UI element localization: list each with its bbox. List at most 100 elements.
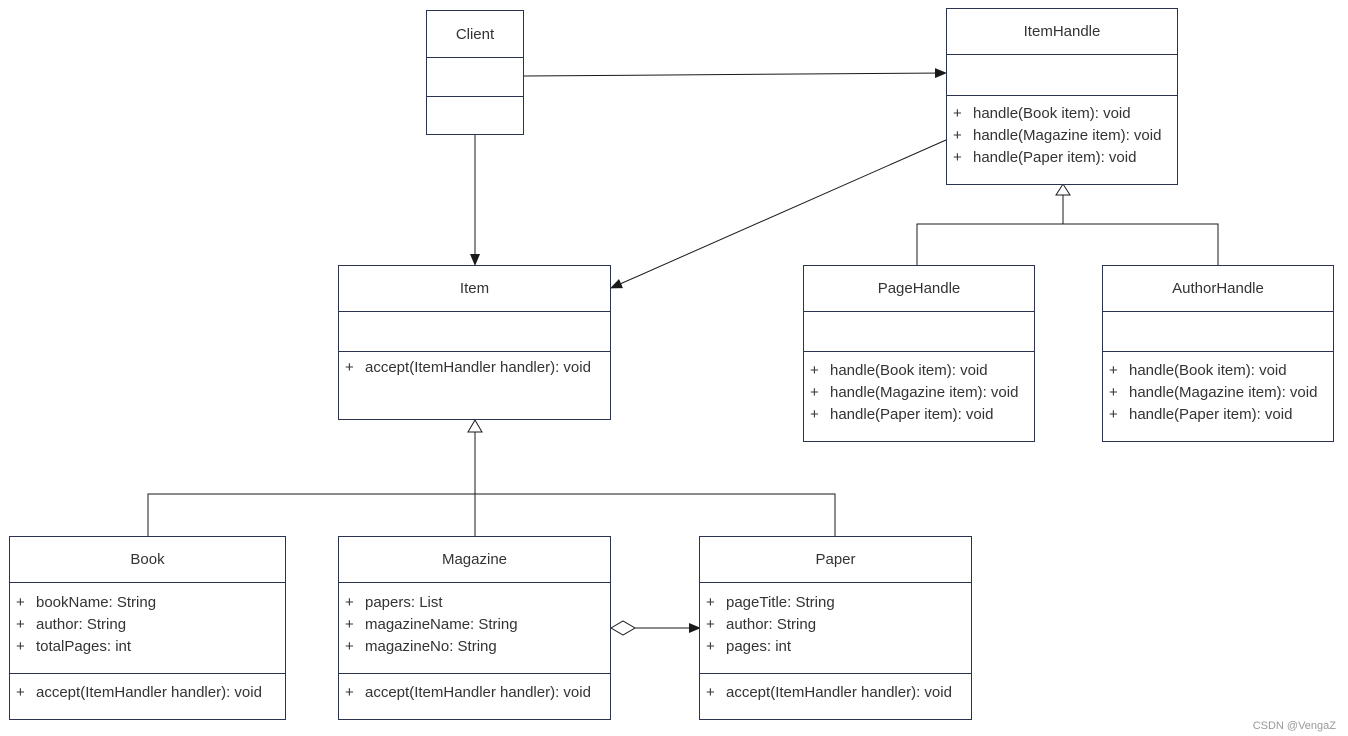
method-signature: handle(Paper item): void [830, 406, 994, 423]
visibility-marker: + [953, 149, 962, 166]
visibility-marker: + [345, 594, 354, 611]
attributes-section: + pageTitle: String + author: String + p… [700, 583, 971, 674]
visibility-marker: + [345, 616, 354, 633]
attributes-section [1103, 312, 1333, 352]
methods-section: + accept(ItemHandler handler): void [339, 674, 610, 719]
method: + handle(Book item): void [810, 360, 1034, 382]
class-name: Client [427, 11, 523, 58]
aggregation-magazine-paper [610, 620, 701, 636]
class-item[interactable]: Item + accept(ItemHandler handler): void [338, 265, 611, 420]
generalization-items-item [147, 419, 836, 536]
attribute-signature: pages: int [726, 638, 792, 655]
visibility-marker: + [1109, 384, 1118, 401]
association-client-itemhandle [523, 68, 947, 79]
method: + accept(ItemHandler handler): void [16, 682, 285, 704]
class-name: Item [339, 266, 610, 312]
method-signature: handle(Book item): void [830, 362, 988, 379]
method-signature: handle(Paper item): void [973, 149, 1137, 166]
attribute-signature: author: String [726, 616, 817, 633]
method-signature: accept(ItemHandler handler): void [365, 684, 591, 701]
method: + accept(ItemHandler handler): void [345, 357, 610, 379]
class-name: Book [10, 537, 285, 583]
method-signature: handle(Magazine item): void [830, 384, 1019, 401]
class-book[interactable]: Book + bookName: String + author: String… [9, 536, 286, 720]
methods-section: + handle(Book item): void + handle(Magaz… [804, 352, 1034, 441]
method-signature: handle(Paper item): void [1129, 406, 1293, 423]
attributes-section [339, 312, 610, 352]
methods-section: + handle(Book item): void + handle(Magaz… [947, 96, 1177, 184]
visibility-marker: + [345, 638, 354, 655]
visibility-marker: + [953, 127, 962, 144]
method: + accept(ItemHandler handler): void [345, 682, 610, 704]
class-name: PageHandle [804, 266, 1034, 312]
methods-section: + accept(ItemHandler handler): void [339, 352, 610, 419]
method-signature: handle(Book item): void [1129, 362, 1287, 379]
generalization-handlers-itemhandle [916, 183, 1219, 265]
method: + handle(Magazine item): void [953, 125, 1177, 147]
method-signature: accept(ItemHandler handler): void [726, 684, 952, 701]
attribute: + pageTitle: String [706, 592, 971, 614]
class-name: AuthorHandle [1103, 266, 1333, 312]
attributes-section: + bookName: String + author: String + to… [10, 583, 285, 674]
method: + handle(Magazine item): void [1109, 382, 1333, 404]
attribute: + bookName: String [16, 592, 285, 614]
class-name: ItemHandle [947, 9, 1177, 55]
association-itemhandle-item [610, 139, 947, 289]
visibility-marker: + [16, 638, 25, 655]
attributes-section [947, 55, 1177, 96]
watermark: CSDN @VengaZ [1252, 720, 1336, 732]
attribute-signature: magazineName: String [365, 616, 518, 633]
visibility-marker: + [810, 362, 819, 379]
methods-section: + accept(ItemHandler handler): void [700, 674, 971, 719]
attribute: + magazineName: String [345, 614, 610, 636]
attributes-section [427, 58, 523, 97]
attributes-section: + papers: List + magazineName: String + … [339, 583, 610, 674]
attribute: + pages: int [706, 636, 971, 658]
visibility-marker: + [706, 594, 715, 611]
methods-section: + handle(Book item): void + handle(Magaz… [1103, 352, 1333, 441]
attribute-signature: author: String [36, 616, 127, 633]
methods-section [427, 97, 523, 134]
methods-section: + accept(ItemHandler handler): void [10, 674, 285, 719]
class-client[interactable]: Client [426, 10, 524, 135]
method: + handle(Magazine item): void [810, 382, 1034, 404]
class-pagehandle[interactable]: PageHandle + handle(Book item): void + h… [803, 265, 1035, 442]
attribute: + author: String [16, 614, 285, 636]
visibility-marker: + [810, 384, 819, 401]
class-paper[interactable]: Paper + pageTitle: String + author: Stri… [699, 536, 972, 720]
method: + accept(ItemHandler handler): void [706, 682, 971, 704]
method-signature: handle(Book item): void [973, 105, 1131, 122]
attribute-signature: pageTitle: String [726, 594, 835, 611]
method-signature: handle(Magazine item): void [973, 127, 1162, 144]
method-signature: accept(ItemHandler handler): void [36, 684, 262, 701]
class-itemhandle[interactable]: ItemHandle + handle(Book item): void + h… [946, 8, 1178, 185]
attribute-signature: magazineNo: String [365, 638, 497, 655]
method-signature: accept(ItemHandler handler): void [365, 359, 591, 376]
attribute: + papers: List [345, 592, 610, 614]
visibility-marker: + [16, 684, 25, 701]
class-name: Magazine [339, 537, 610, 583]
attribute: + magazineNo: String [345, 636, 610, 658]
method: + handle(Paper item): void [1109, 404, 1333, 426]
class-authorhandle[interactable]: AuthorHandle + handle(Book item): void +… [1102, 265, 1334, 442]
method: + handle(Book item): void [1109, 360, 1333, 382]
visibility-marker: + [706, 616, 715, 633]
visibility-marker: + [16, 616, 25, 633]
attribute: + author: String [706, 614, 971, 636]
method: + handle(Paper item): void [953, 147, 1177, 169]
class-magazine[interactable]: Magazine + papers: List + magazineName: … [338, 536, 611, 720]
visibility-marker: + [16, 594, 25, 611]
class-name: Paper [700, 537, 971, 583]
attribute-signature: papers: List [365, 594, 443, 611]
method: + handle(Book item): void [953, 103, 1177, 125]
visibility-marker: + [345, 359, 354, 376]
attribute-signature: bookName: String [36, 594, 157, 611]
visibility-marker: + [706, 638, 715, 655]
visibility-marker: + [810, 406, 819, 423]
attribute-signature: totalPages: int [36, 638, 132, 655]
attribute: + totalPages: int [16, 636, 285, 658]
visibility-marker: + [1109, 406, 1118, 423]
method-signature: handle(Magazine item): void [1129, 384, 1318, 401]
